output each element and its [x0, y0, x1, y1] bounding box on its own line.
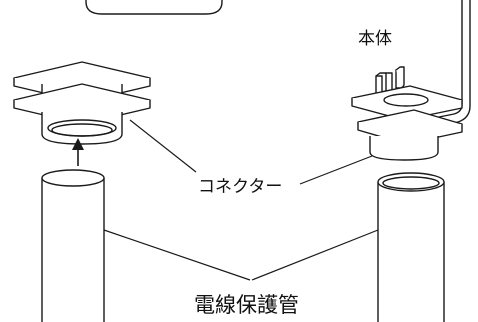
- insert-arrow: [72, 138, 84, 166]
- main-body-label: 本体: [358, 29, 392, 49]
- right-connector: [351, 66, 463, 161]
- terminal-pins: [375, 66, 405, 95]
- connector-label: コネクター: [198, 177, 282, 197]
- left-connector: [13, 61, 151, 145]
- conduit-label: 電線保護管: [194, 293, 299, 317]
- leader-lines: [103, 119, 379, 281]
- right-conduit-pipe: [377, 172, 445, 322]
- left-conduit-pipe: [41, 169, 105, 322]
- top-callout-box: [85, 0, 223, 15]
